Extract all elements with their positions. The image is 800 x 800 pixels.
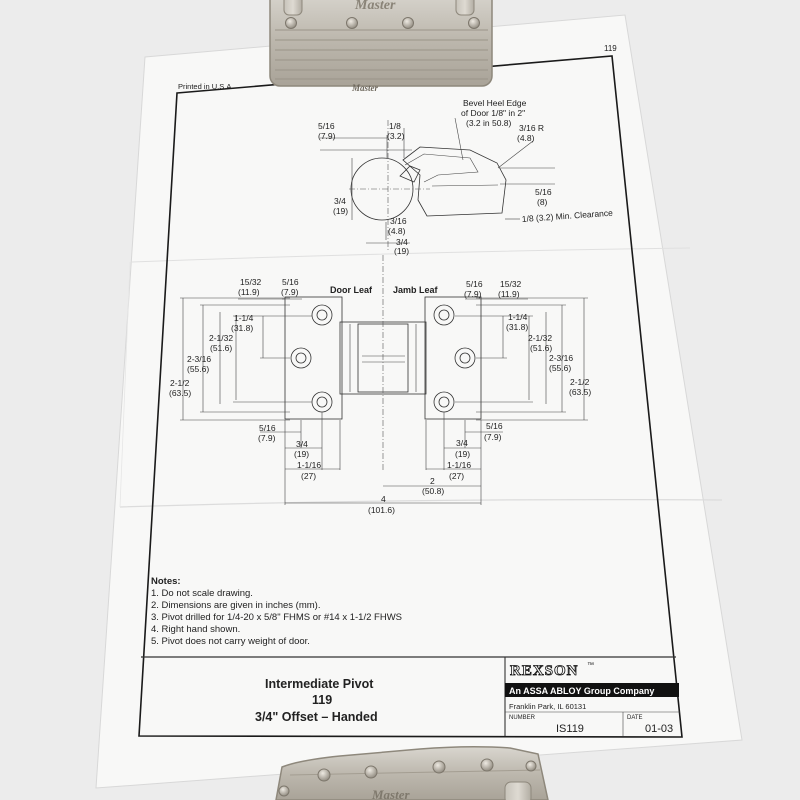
rexson-logo: REXSON ™ <box>510 662 594 679</box>
notes-heading: Notes: <box>151 576 181 587</box>
dim-1-1-4-right: 1-1/4 <box>508 312 528 322</box>
title-line-3: 3/4" Offset – Handed <box>255 710 378 724</box>
dim-2-3-16-left: 2-3/16 <box>187 354 211 364</box>
note-item: 2. Dimensions are given in inches (mm). <box>151 600 320 611</box>
dim-15-32-right-mm: (11.9) <box>498 289 520 299</box>
dim-2-mm: (50.8) <box>422 486 444 496</box>
dim-top-5-16: 5/16 <box>318 121 335 131</box>
dim-5-16-bottom-left-mm: (7.9) <box>258 433 276 443</box>
paper-sheet <box>95 14 743 789</box>
dim-top-3-16-r-mm: (4.8) <box>517 133 535 143</box>
dim-1-1-4-left: 1-1/4 <box>234 313 254 323</box>
number-label: NUMBER <box>509 715 536 721</box>
dim-1-1-16-bottom-left: 1-1/16 <box>297 460 321 470</box>
front-view-drawing <box>180 255 588 505</box>
door-leaf-label: Door Leaf <box>330 285 373 295</box>
drawing-date: 01-03 <box>645 723 673 735</box>
brand-engraving: Master <box>371 787 411 800</box>
notes-block: Notes: 1. Do not scale drawing. 2. Dimen… <box>151 576 402 647</box>
dim-top-3-4: 3/4 <box>334 196 346 206</box>
brand-engraving: Master <box>354 0 396 13</box>
padlock-bottom: Master <box>275 745 549 800</box>
dim-top-3-4-b: 3/4 <box>396 237 408 247</box>
dim-1-1-16-bottom-right-mm: (27) <box>449 471 464 481</box>
dim-5-16-bottom-left: 5/16 <box>259 423 276 433</box>
dim-1-1-4-right-mm: (31.8) <box>506 322 528 332</box>
dim-3-4-bottom-right: 3/4 <box>456 438 468 448</box>
dim-5-16-right: 5/16 <box>466 279 483 289</box>
dim-top-1-8-mm: (3.2) <box>387 131 405 141</box>
dim-15-32-right: 15/32 <box>500 279 522 289</box>
dim-4: 4 <box>381 494 386 504</box>
svg-text:Master: Master <box>351 83 379 93</box>
svg-text:of Door 1/8" in 2": of Door 1/8" in 2" <box>461 108 525 118</box>
dim-top-5-16-mm: (7.9) <box>318 131 336 141</box>
dim-2-1-32-right: 2-1/32 <box>528 333 552 343</box>
dim-2-1-2-left-mm: (63.5) <box>169 388 191 398</box>
dim-3-4-bottom-left: 3/4 <box>296 439 308 449</box>
dim-1-1-4-left-mm: (31.8) <box>231 323 253 333</box>
dim-2-1-32-left: 2-1/32 <box>209 333 233 343</box>
dim-5-16-bottom-right: 5/16 <box>486 421 503 431</box>
dim-5-16-left: 5/16 <box>282 277 299 287</box>
padlock-top: Master Master <box>269 0 493 93</box>
dim-top-3-16-r: 3/16 R <box>519 123 544 133</box>
dim-2-3-16-right: 2-3/16 <box>549 353 573 363</box>
svg-text:™: ™ <box>587 662 594 669</box>
dim-top-3-4-mm: (19) <box>333 206 348 216</box>
dim-5-16-bottom-right-mm: (7.9) <box>484 432 502 442</box>
company-line: An ASSA ABLOY Group Company <box>509 686 654 696</box>
dim-4-mm: (101.6) <box>368 505 395 515</box>
dim-15-32-left: 15/32 <box>240 277 262 287</box>
note-item: 3. Pivot drilled for 1/4-20 x 5/8" FHMS … <box>151 612 402 623</box>
date-label: DATE <box>627 715 643 721</box>
note-item: 1. Do not scale drawing. <box>151 588 253 599</box>
dim-5-16-right-mm: (7.9) <box>464 289 482 299</box>
dim-2-1-32-left-mm: (51.6) <box>210 343 232 353</box>
title-line-1: Intermediate Pivot <box>265 677 374 691</box>
dim-2: 2 <box>430 476 435 486</box>
svg-text:(3.2 in 50.8): (3.2 in 50.8) <box>466 118 512 128</box>
dim-top-3-16: 3/16 <box>390 216 407 226</box>
svg-text:Bevel Heel Edge: Bevel Heel Edge <box>463 98 527 108</box>
top-view-drawing <box>320 117 555 252</box>
drawing-number: IS119 <box>556 723 584 735</box>
dim-1-1-16-bottom-right: 1-1/16 <box>447 460 471 470</box>
company-address: Franklin Park, IL 60131 <box>509 702 586 711</box>
dim-2-3-16-right-mm: (55.6) <box>549 363 571 373</box>
dim-2-3-16-left-mm: (55.6) <box>187 364 209 374</box>
printed-label: Printed in U.S.A. <box>178 82 233 91</box>
dim-top-3-4-b-mm: (19) <box>394 246 409 256</box>
dim-top-1-8: 1/8 <box>389 121 401 131</box>
dim-5-16-left-mm: (7.9) <box>281 287 299 297</box>
title-line-2: 119 <box>312 693 332 707</box>
dim-2-1-2-right-mm: (63.5) <box>569 387 591 397</box>
dim-2-1-2-right: 2-1/2 <box>570 377 590 387</box>
dim-3-4-bottom-left-mm: (19) <box>294 449 309 459</box>
bevel-note: Bevel Heel Edge of Door 1/8" in 2" (3.2 … <box>461 98 527 128</box>
svg-text:REXSON: REXSON <box>510 663 579 679</box>
page-number: 119 <box>604 44 617 53</box>
dim-15-32-left-mm: (11.9) <box>238 287 260 297</box>
dim-top-5-16-b: 5/16 <box>535 187 552 197</box>
jamb-leaf-label: Jamb Leaf <box>393 285 439 295</box>
dim-2-1-32-right-mm: (51.6) <box>530 343 552 353</box>
dim-top-3-16-mm: (4.8) <box>388 226 406 236</box>
dim-1-1-16-bottom-left-mm: (27) <box>301 471 316 481</box>
title-block <box>141 656 680 736</box>
note-item: 5. Pivot does not carry weight of door. <box>151 636 310 647</box>
dim-top-5-16-b-mm: (8) <box>537 197 548 207</box>
note-item: 4. Right hand shown. <box>151 624 240 635</box>
dim-3-4-bottom-right-mm: (19) <box>455 449 470 459</box>
dim-2-1-2-left: 2-1/2 <box>170 378 190 388</box>
